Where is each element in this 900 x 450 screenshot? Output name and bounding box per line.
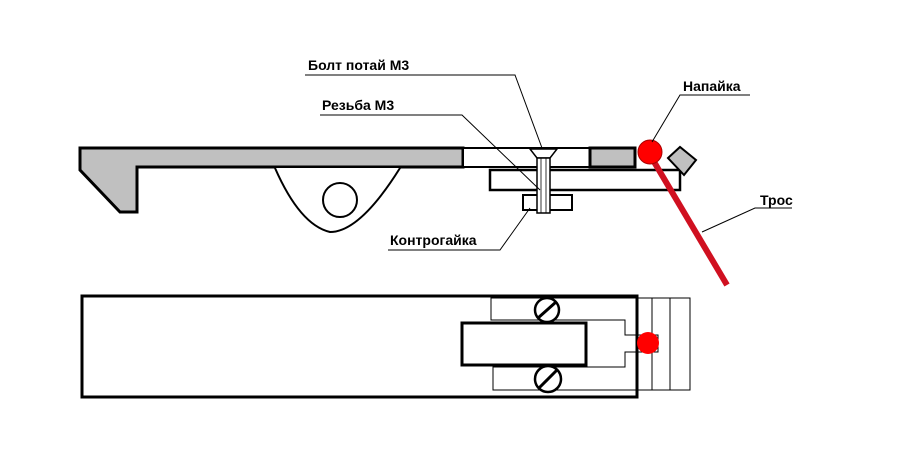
top-view — [80, 294, 691, 399]
label-bolt: Болт потай М3 — [308, 57, 409, 73]
cable — [647, 153, 730, 287]
plate-outline — [490, 297, 637, 391]
label-solder: Напайка — [683, 78, 741, 94]
lever-body — [78, 146, 465, 214]
screw-bottom-icon — [533, 364, 563, 394]
solder-dot — [637, 332, 659, 354]
screw-top-icon — [533, 296, 561, 324]
bolt-slot — [460, 321, 588, 367]
lever-tip — [588, 146, 637, 169]
side-view — [78, 139, 730, 287]
label-thread: Резьба М3 — [322, 97, 394, 113]
lever-slot — [462, 147, 591, 168]
label-locknut: Контрогайка — [390, 232, 477, 248]
solder-ball — [637, 139, 663, 165]
lower-plate — [488, 168, 682, 192]
bolt-shank — [536, 157, 551, 214]
callouts: Болт потай М3 Резьба М3 Контрогайка Напа… — [305, 57, 793, 251]
label-cable: Трос — [760, 192, 793, 208]
mount-hole — [322, 182, 358, 218]
cable-clamp — [666, 145, 698, 177]
